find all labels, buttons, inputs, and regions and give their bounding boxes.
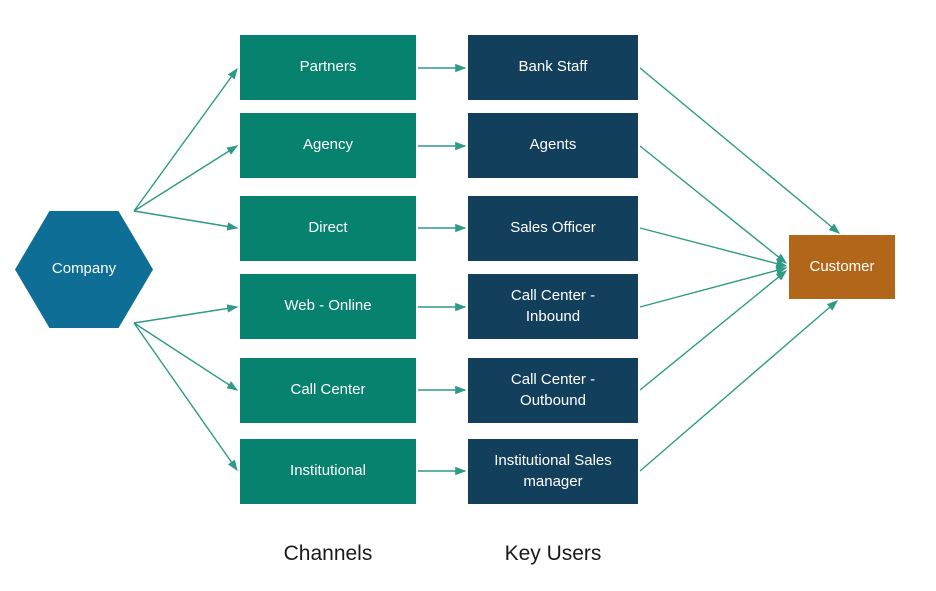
key-user-node-call-center-inbound: Call Center - Inbound	[468, 274, 638, 339]
channel-label: Direct	[308, 219, 348, 237]
channel-node-direct: Direct	[240, 196, 416, 261]
arrow-bank-staff-to-customer	[639, 67, 841, 234]
arrow-institutional-sales-manager-to-customer	[639, 300, 839, 472]
channel-label: Agency	[302, 136, 354, 154]
channel-label: Call Center	[290, 381, 366, 399]
key-user-node-sales-officer: Sales Officer	[468, 196, 638, 261]
channel-node-web-online: Web - Online	[240, 274, 416, 339]
arrow-call-center-inbound-to-customer	[639, 266, 788, 308]
key-user-label: Institutional Sales manager	[494, 452, 612, 490]
arrow-sales-officer-to-customer	[639, 227, 788, 268]
key-user-label: Sales Officer	[510, 219, 596, 237]
key-user-label: Call Center - Outbound	[510, 371, 596, 409]
key-user-label: Agents	[529, 136, 577, 154]
channel-label: Web - Online	[284, 297, 372, 315]
arrow-company-to-institutional	[133, 322, 238, 472]
key-users-column-title: Key Users	[504, 542, 602, 565]
arrow-company-to-direct	[133, 210, 239, 231]
channel-node-agency: Agency	[240, 113, 416, 178]
key-user-node-bank-staff: Bank Staff	[468, 35, 638, 100]
arrow-company-to-call-center	[133, 322, 239, 391]
channel-label: Institutional	[290, 462, 366, 480]
company-node: Company	[15, 211, 153, 328]
company-label: Company	[51, 260, 117, 278]
key-user-node-agents: Agents	[468, 113, 638, 178]
arrow-company-to-agency	[133, 145, 239, 212]
key-user-node-call-center-outbound: Call Center - Outbound	[468, 358, 638, 423]
arrow-company-to-partners	[133, 67, 238, 212]
channels-column-title: Channels	[283, 542, 373, 565]
channel-node-institutional: Institutional	[240, 439, 416, 504]
channel-node-call-center: Call Center	[240, 358, 416, 423]
key-user-label: Call Center - Inbound	[510, 287, 596, 325]
arrow-company-to-web-online	[133, 304, 239, 324]
arrow-agents-to-customer	[639, 145, 788, 264]
customer-label: Customer	[809, 257, 875, 275]
customer-node: Customer	[789, 235, 895, 299]
arrow-call-center-outbound-to-customer	[639, 270, 788, 391]
channel-label: Partners	[299, 58, 357, 76]
channel-node-partners: Partners	[240, 35, 416, 100]
key-user-label: Bank Staff	[518, 58, 588, 76]
key-user-node-institutional-sales-manager: Institutional Sales manager	[468, 439, 638, 504]
